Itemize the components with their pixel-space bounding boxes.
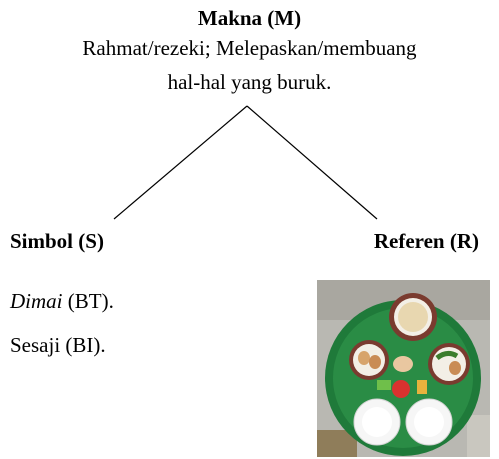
dimai-suffix: (BT). xyxy=(62,289,114,313)
offering-tray-photo xyxy=(317,280,490,457)
simbol-example-dimai: Dimai (BT). xyxy=(10,289,114,314)
referen-title: Referen (R) xyxy=(373,229,479,253)
makna-description-line1: Rahmat/rezeki; Melepaskan/membuang xyxy=(82,36,417,60)
dimai-term: Dimai xyxy=(10,289,63,313)
line-makna-to-simbol xyxy=(113,105,248,220)
makna-description-line2: hal-hal yang buruk. xyxy=(167,70,332,94)
makna-title: Makna (M) xyxy=(197,6,302,30)
simbol-title: Simbol (S) xyxy=(10,229,104,253)
line-makna-to-referen xyxy=(246,105,378,220)
simbol-example-sesaji: Sesaji (BI). xyxy=(10,333,106,357)
